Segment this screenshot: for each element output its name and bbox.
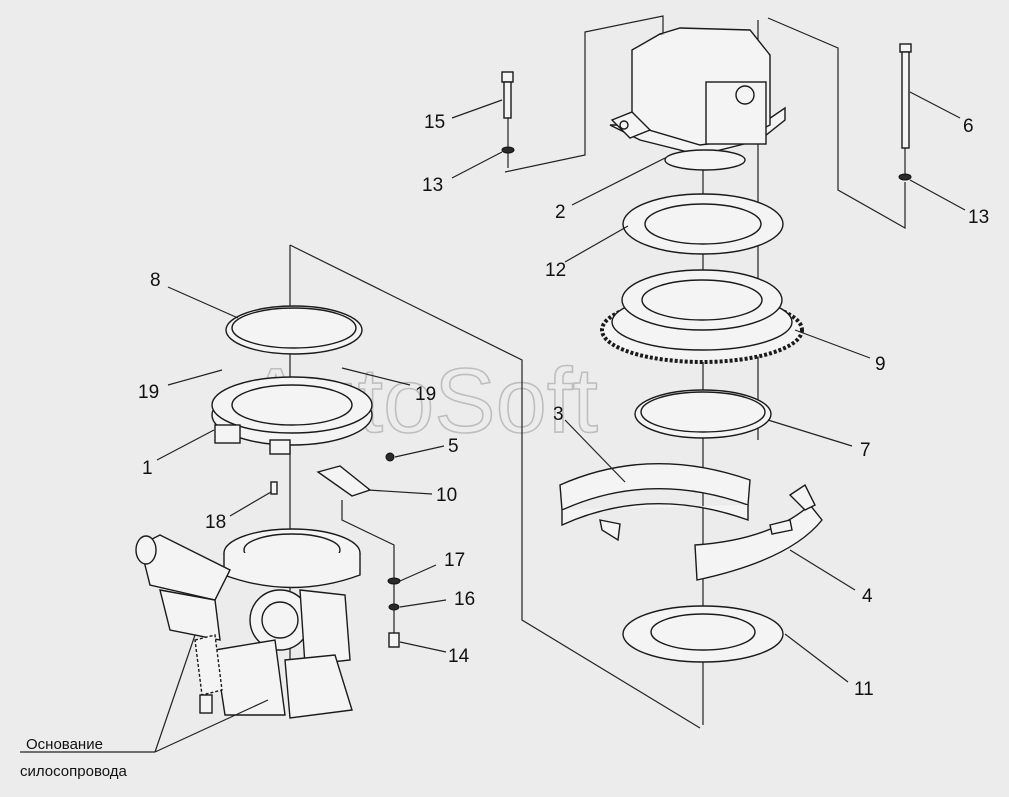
part-12-ring (622, 193, 784, 255)
part-7-seal (634, 389, 772, 439)
label-8: 8 (150, 270, 161, 291)
leader-lines (20, 91, 966, 753)
label-15: 15 (424, 112, 445, 133)
silo-base-assembly (135, 528, 361, 719)
part-labels: 15 13 2 6 13 12 8 9 19 19 3 7 1 5 10 18 … (138, 112, 989, 700)
part-18-pin (270, 481, 278, 495)
label-1: 1 (142, 458, 153, 479)
label-11: 11 (854, 679, 874, 700)
part-9-gear-ring (600, 269, 804, 364)
label-9: 9 (875, 354, 886, 375)
label-13-left: 13 (422, 175, 443, 196)
label-4: 4 (862, 586, 873, 607)
label-16: 16 (454, 589, 475, 610)
label-13-right: 13 (968, 207, 989, 228)
label-7: 7 (860, 440, 871, 461)
part-6-bolt (898, 43, 912, 181)
part-2-housing (609, 27, 786, 171)
label-6: 6 (963, 116, 974, 137)
part-3-half-ring (559, 462, 751, 542)
caption-line-1: Основание (26, 736, 103, 753)
label-12: 12 (545, 260, 566, 281)
label-2: 2 (555, 202, 566, 223)
label-17: 17 (444, 550, 465, 571)
label-14: 14 (448, 646, 470, 667)
part-10-plate (316, 465, 372, 497)
part-8-ring (225, 305, 363, 355)
part-15-bolt (501, 71, 515, 154)
label-19-right: 19 (415, 384, 436, 405)
part-1-clamp-ring (211, 376, 395, 462)
label-3: 3 (553, 404, 564, 425)
caption-line-2: силосопровода (20, 763, 128, 780)
label-18: 18 (205, 512, 226, 533)
label-10: 10 (436, 485, 457, 506)
part-11-ring (622, 605, 784, 663)
label-5: 5 (448, 436, 459, 457)
part-4-half-ring (694, 483, 823, 581)
parts-14-16-17 (387, 577, 401, 648)
label-19-left: 19 (138, 382, 159, 403)
